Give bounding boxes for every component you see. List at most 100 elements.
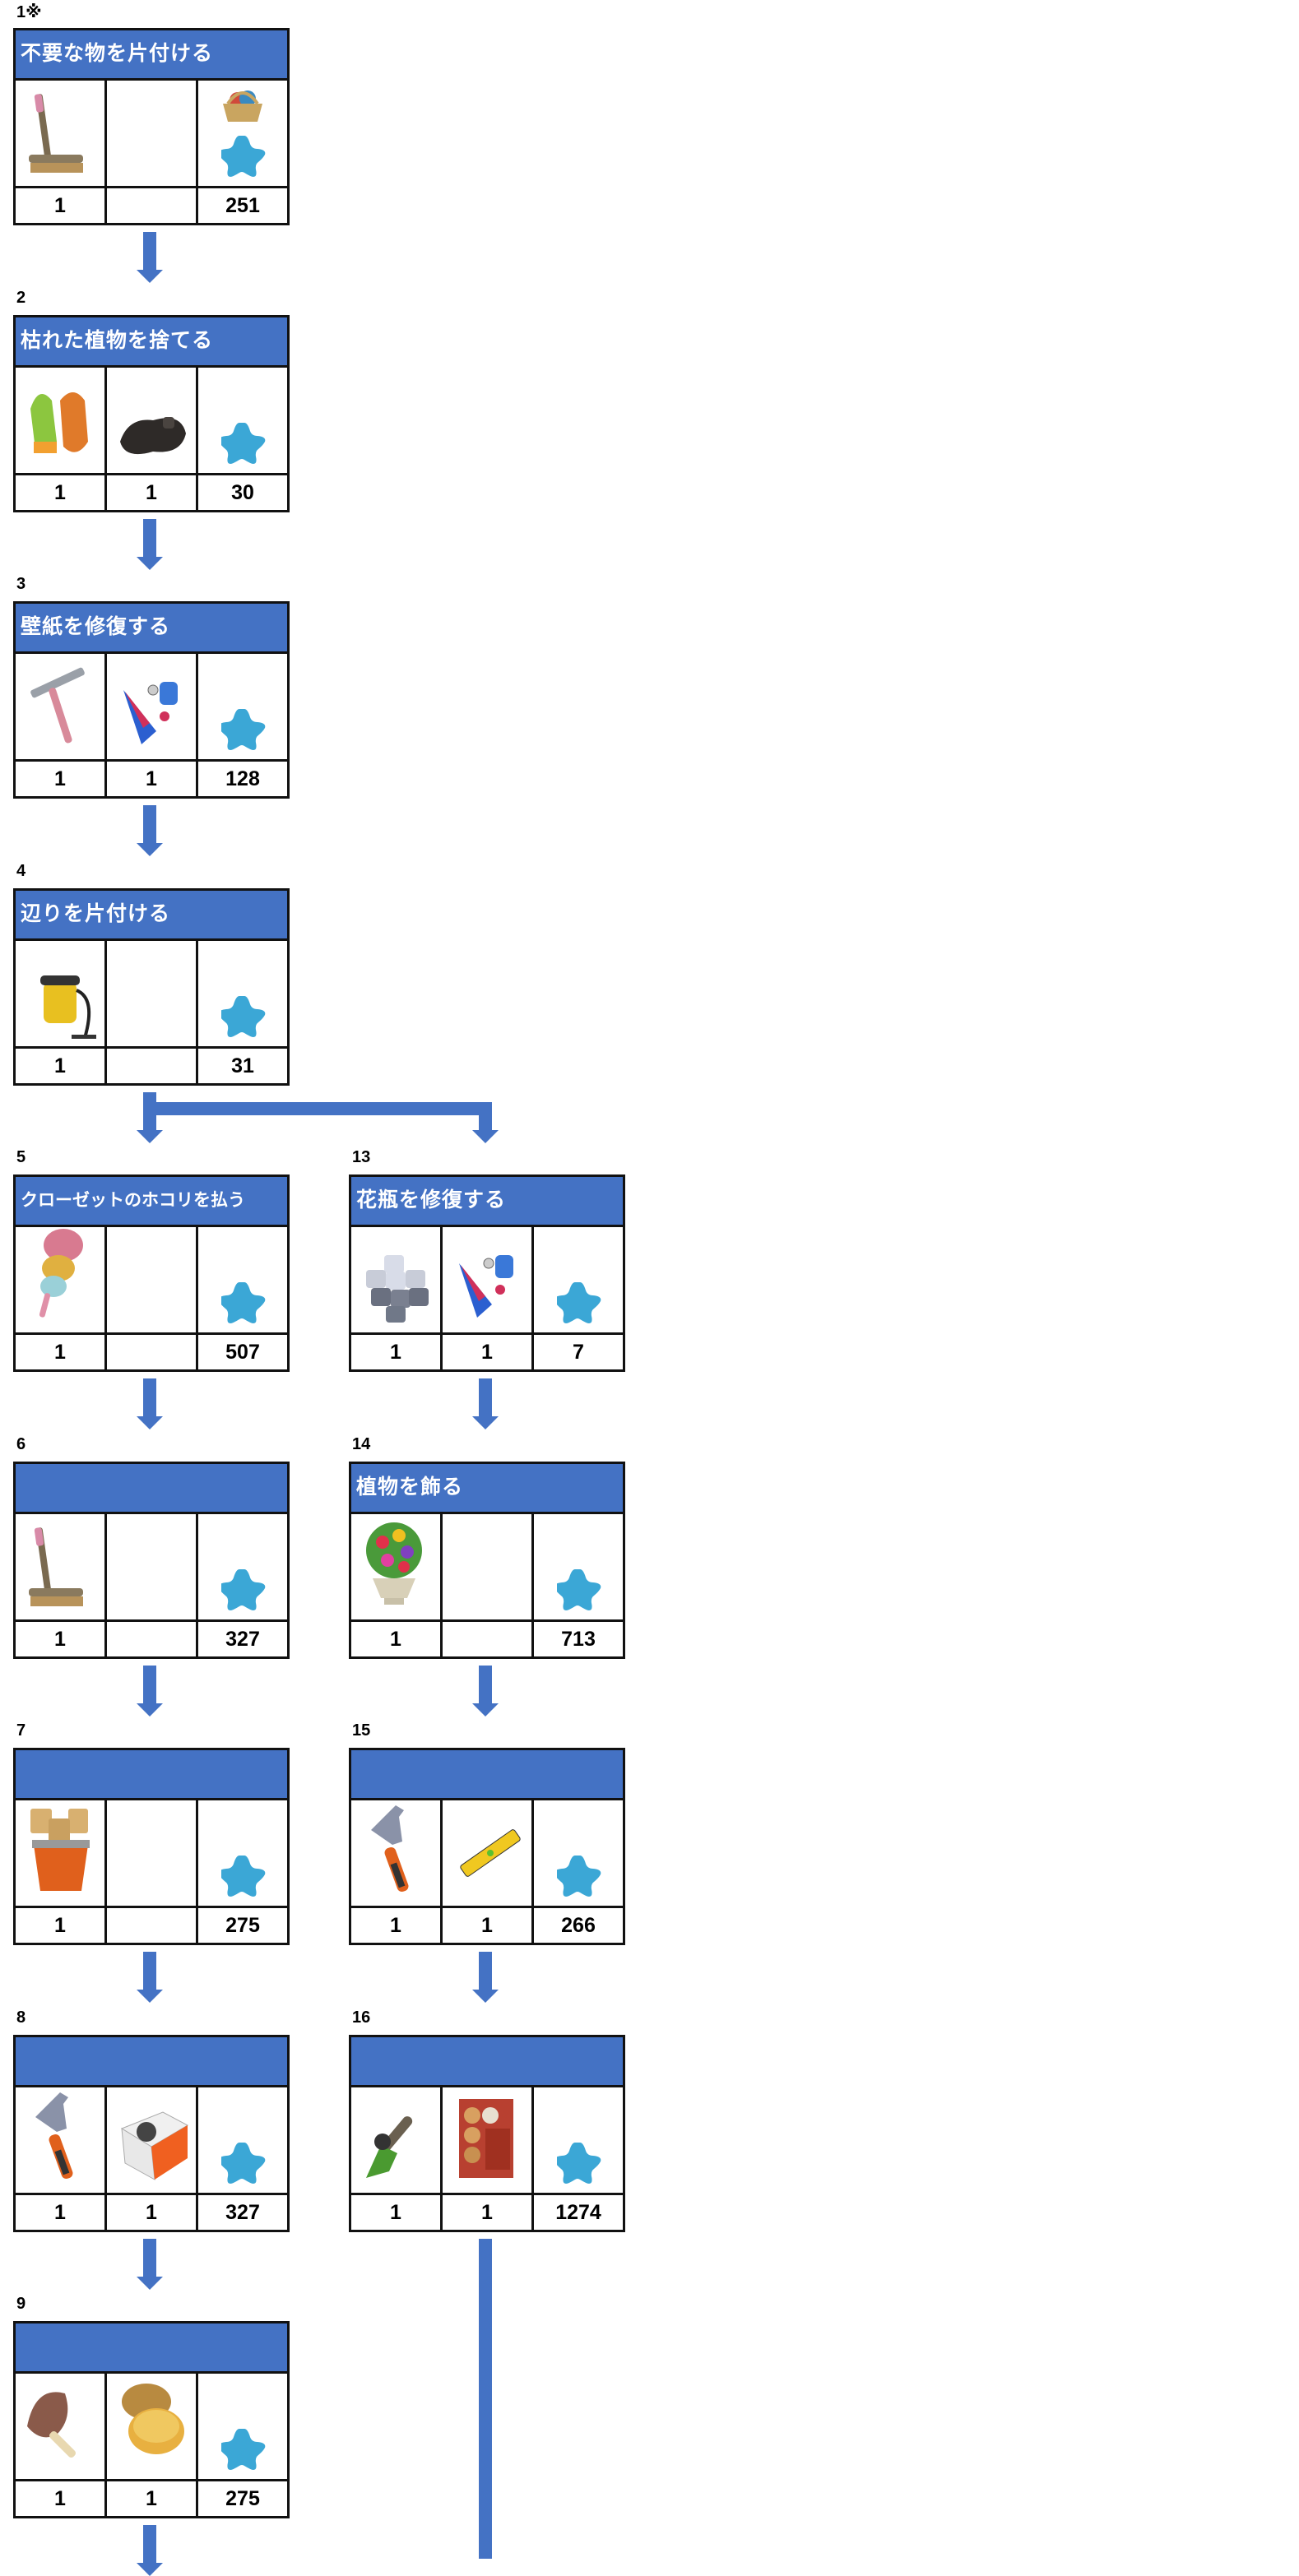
required-item-cell xyxy=(16,2087,107,2193)
reward-cell xyxy=(198,368,287,473)
required-items-row xyxy=(16,367,287,473)
required-item-cell xyxy=(443,1227,534,1332)
arrow-down-shaft xyxy=(143,2525,156,2563)
arrow-down-shaft xyxy=(143,2238,156,2277)
item-count: 1 xyxy=(16,475,107,510)
hammer-icon xyxy=(358,1800,432,1899)
reward-count: 31 xyxy=(231,1054,254,1077)
required-item-cell xyxy=(351,2087,443,2193)
required-item-cell xyxy=(16,1513,107,1619)
required-items-row xyxy=(351,1800,623,1906)
blue-star-icon xyxy=(218,707,267,754)
reward-count: 327 xyxy=(225,1627,260,1651)
item-count: 1 xyxy=(107,2481,198,2516)
required-items-row xyxy=(16,940,287,1046)
item-count: 1 xyxy=(16,2481,107,2516)
reward-count: 275 xyxy=(225,1914,260,1937)
quest-title xyxy=(351,2036,623,2087)
arrow-head xyxy=(137,1416,163,1429)
required-item-cell xyxy=(351,1513,443,1619)
arrow-head xyxy=(137,1129,163,1143)
required-item-cell xyxy=(107,81,198,186)
required-item-cell xyxy=(443,1513,534,1619)
arrow-down-shaft xyxy=(143,1665,156,1703)
required-item-cell xyxy=(16,367,107,473)
item-count: 1 xyxy=(443,1335,534,1369)
item-count: 1 xyxy=(16,188,107,223)
reward-cell xyxy=(198,81,287,186)
reward-count: 128 xyxy=(225,767,260,790)
arrow-head xyxy=(137,270,163,283)
quest-title xyxy=(16,2323,287,2374)
blue-star-icon xyxy=(554,2140,603,2188)
required-items-row xyxy=(16,1800,287,1906)
arrow-head xyxy=(137,1990,163,2003)
arrow-down-shaft xyxy=(143,1952,156,1990)
required-item-cell xyxy=(16,654,107,759)
reward-count: 30 xyxy=(231,480,254,504)
required-items-row xyxy=(16,81,287,186)
arrow-head xyxy=(472,1129,499,1143)
reward-cell xyxy=(534,1800,623,1906)
reward-count: 275 xyxy=(225,2487,260,2510)
required-item-cell xyxy=(443,2087,534,2193)
reward-count: 7 xyxy=(573,1341,584,1364)
blue-star-icon xyxy=(218,1853,267,1901)
broom-icon xyxy=(22,1522,96,1613)
step-number: 16 xyxy=(352,2008,371,2027)
glue-tube-icon xyxy=(114,670,193,753)
required-item-cell xyxy=(443,1800,534,1906)
feather-duster-icon xyxy=(22,2377,101,2472)
blue-star-icon xyxy=(218,994,267,1041)
step-number: 14 xyxy=(352,1434,371,1453)
quest-title: クローゼットのホコリを払う xyxy=(16,1177,287,1227)
required-item-cell xyxy=(107,2374,198,2479)
arrow-down-shaft xyxy=(143,805,156,843)
required-items-row xyxy=(351,2087,623,2193)
arrow-head xyxy=(472,1703,499,1717)
item-count xyxy=(107,1621,198,1656)
branch-horizontal-bar xyxy=(150,1101,492,1115)
arrow-head xyxy=(137,2276,163,2290)
scraper-icon xyxy=(22,662,101,753)
step-number: 5 xyxy=(16,1148,26,1166)
blue-star-icon xyxy=(218,1567,267,1615)
item-count xyxy=(107,1048,198,1083)
chainsaw-icon xyxy=(358,2096,437,2186)
item-count: 1 xyxy=(351,2194,443,2230)
item-count: 1 xyxy=(107,2194,198,2230)
nail-box-icon xyxy=(114,2096,193,2186)
blue-star-icon xyxy=(218,1280,267,1327)
duster-icon xyxy=(22,1227,96,1326)
required-item-cell xyxy=(107,2087,198,2193)
blue-star-icon xyxy=(218,133,267,181)
required-items-row xyxy=(351,1227,623,1332)
item-count: 1 xyxy=(351,1335,443,1369)
arrow-head xyxy=(137,1703,163,1717)
required-items-row xyxy=(351,1513,623,1619)
required-item-cell xyxy=(16,1227,107,1332)
item-count: 1 xyxy=(443,2194,534,2230)
required-items-row xyxy=(16,2374,287,2479)
item-count xyxy=(443,1621,534,1656)
reward-cell xyxy=(534,2087,623,2193)
